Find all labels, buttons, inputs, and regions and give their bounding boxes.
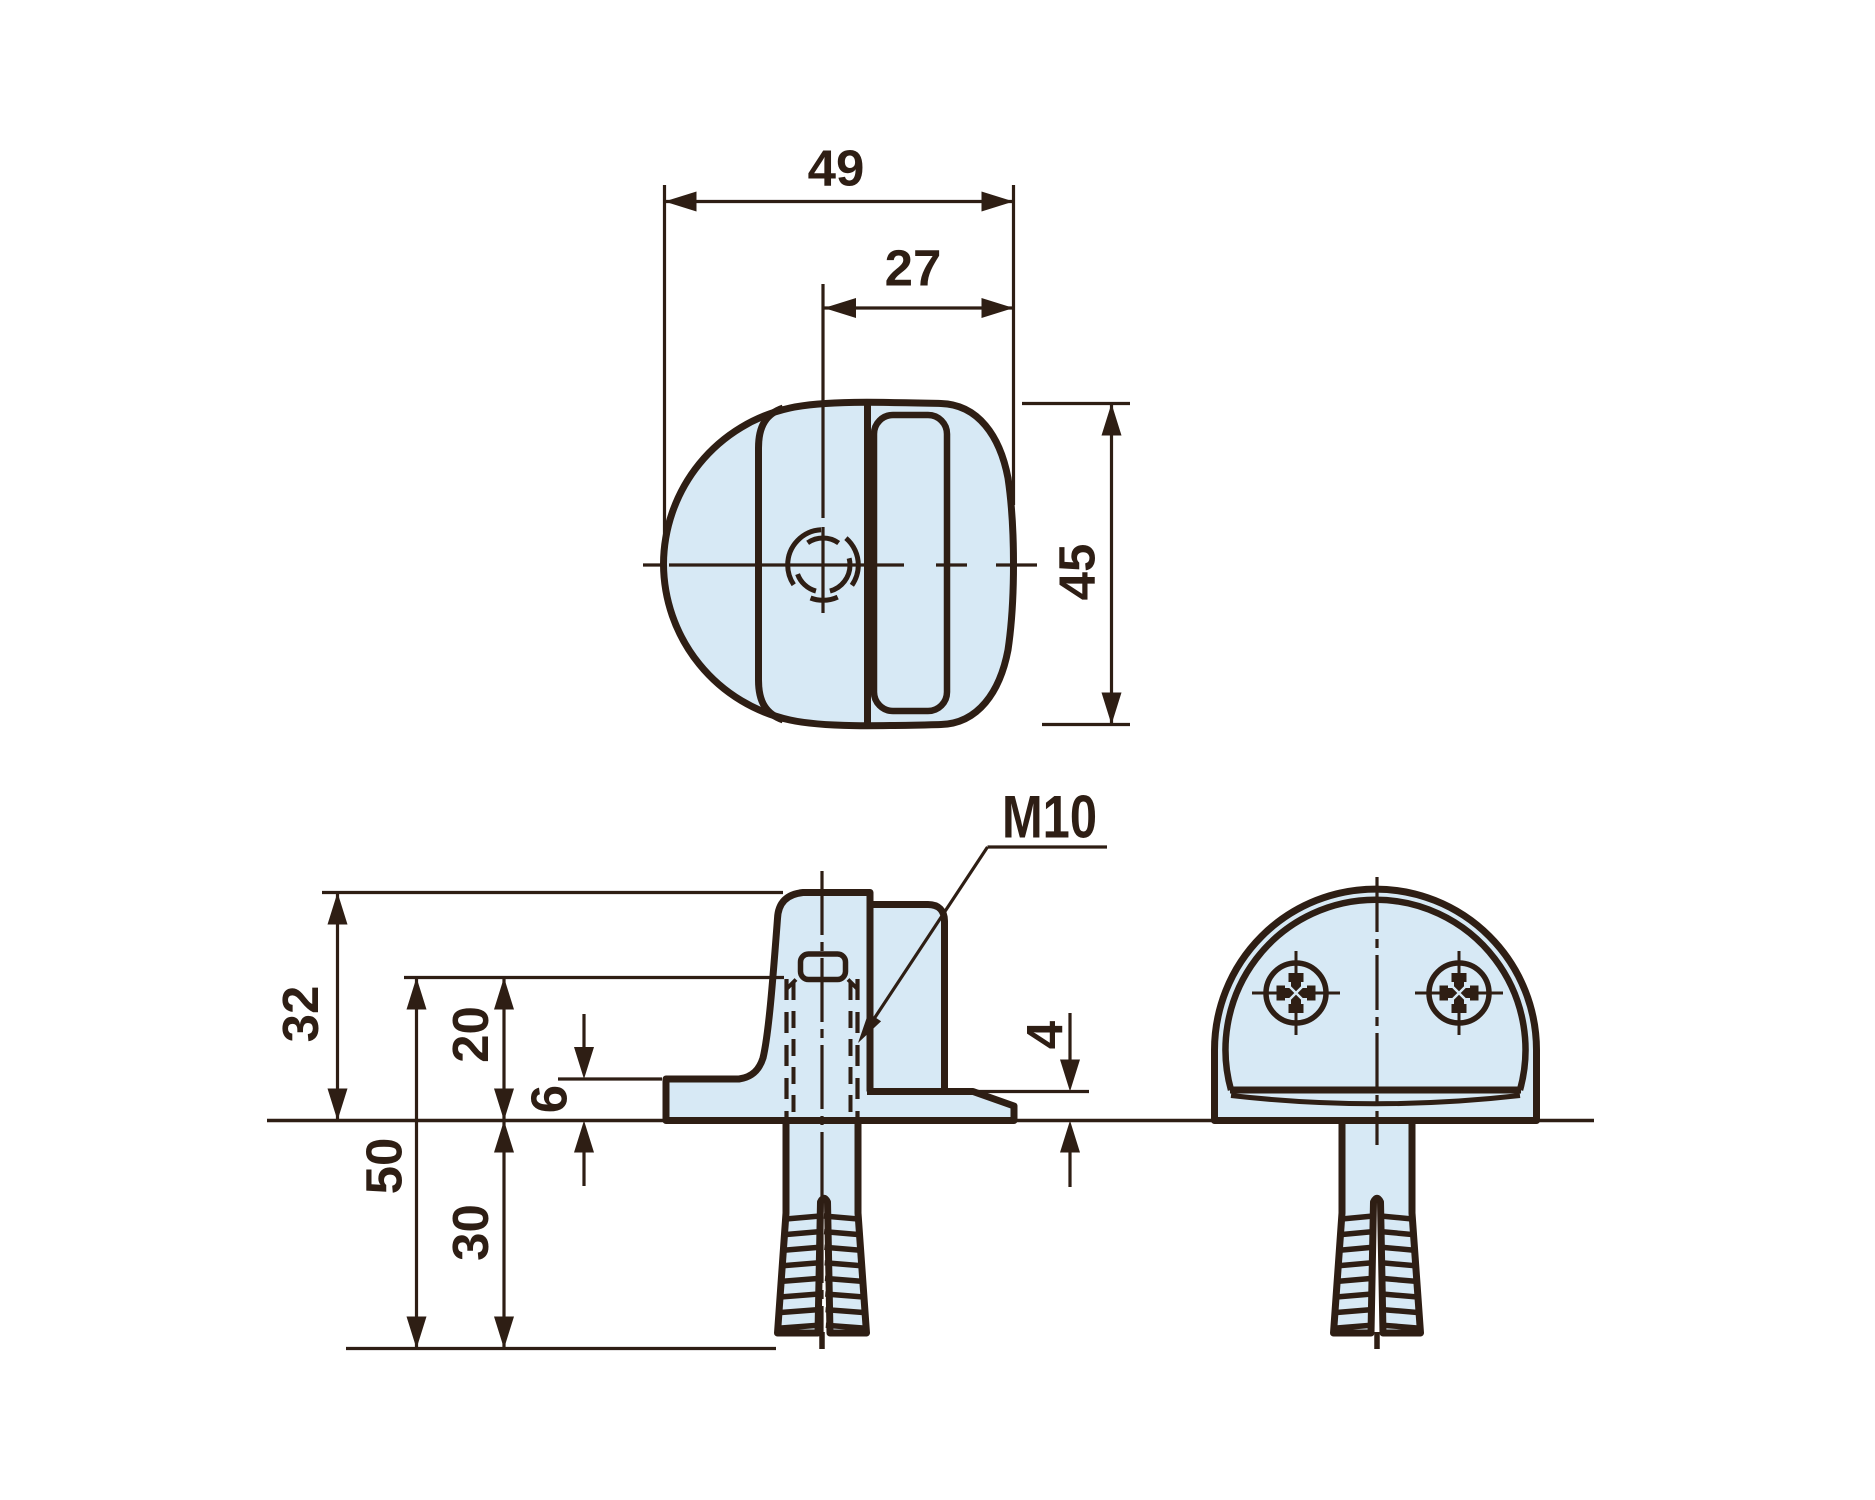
svg-text:20: 20 xyxy=(442,1006,499,1063)
svg-text:49: 49 xyxy=(808,139,865,196)
svg-text:4: 4 xyxy=(1016,1020,1073,1049)
svg-text:32: 32 xyxy=(272,986,329,1043)
svg-text:45: 45 xyxy=(1048,544,1105,601)
svg-text:30: 30 xyxy=(442,1204,499,1261)
svg-text:M10: M10 xyxy=(1002,784,1097,851)
svg-text:27: 27 xyxy=(885,239,942,296)
svg-text:6: 6 xyxy=(520,1085,577,1113)
svg-text:50: 50 xyxy=(355,1138,412,1195)
